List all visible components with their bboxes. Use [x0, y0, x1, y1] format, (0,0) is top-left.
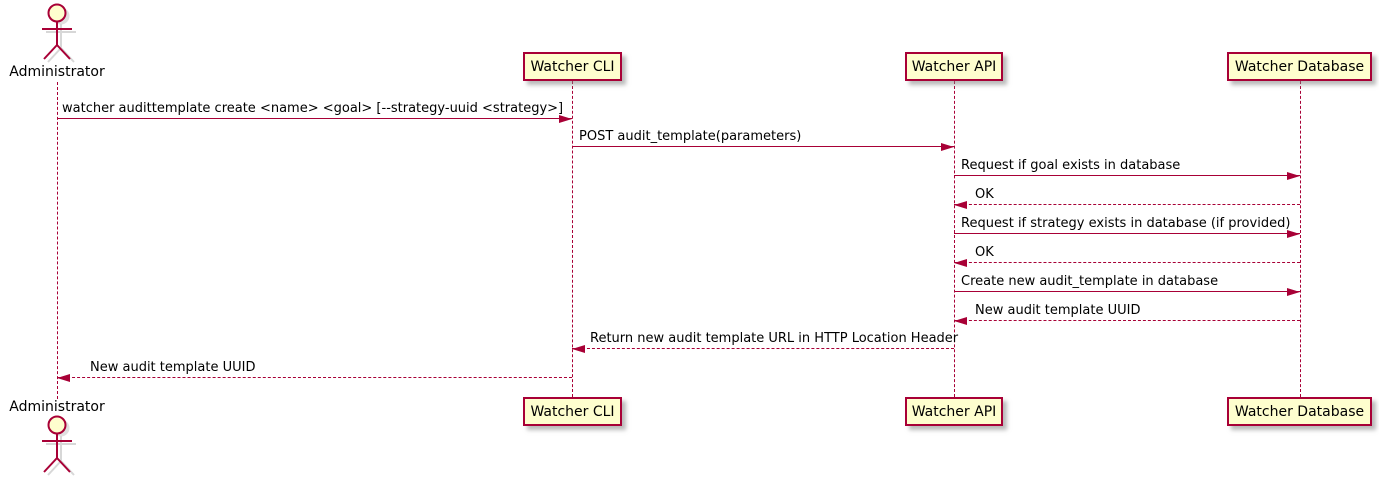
- message-line: [57, 118, 572, 119]
- message-line: [572, 146, 954, 147]
- arrowhead-right-icon: [1287, 287, 1300, 296]
- message-line: [954, 320, 1300, 321]
- sequence-message: watcher audittemplate create <name> <goa…: [57, 101, 572, 123]
- message-line: [57, 377, 572, 378]
- message-label: OK: [975, 245, 994, 260]
- message-line: [572, 348, 954, 349]
- message-label: Request if goal exists in database: [961, 158, 1181, 173]
- message-label: watcher audittemplate create <name> <goa…: [62, 101, 564, 116]
- lifeline-watcher-database: [1299, 81, 1301, 397]
- arrowhead-left-icon: [57, 373, 70, 382]
- sequence-message: Request if goal exists in database: [954, 158, 1300, 180]
- sequence-message: Request if strategy exists in database (…: [954, 216, 1300, 238]
- sequence-message: New audit template UUID: [954, 303, 1300, 325]
- arrowhead-left-icon: [954, 316, 967, 325]
- sequence-message: OK: [954, 245, 1300, 267]
- actor-administrator-icon: [42, 3, 76, 63]
- message-label: New audit template UUID: [975, 303, 1141, 318]
- arrowhead-right-icon: [559, 114, 572, 123]
- lifeline-watcher-cli: [571, 81, 573, 397]
- message-line: [954, 233, 1300, 234]
- message-label: POST audit_template(parameters): [579, 129, 802, 144]
- arrowhead-left-icon: [572, 344, 585, 353]
- participant-box-watcher-cli-top: Watcher CLI: [523, 52, 622, 81]
- sequence-message: OK: [954, 187, 1300, 209]
- arrowhead-left-icon: [954, 200, 967, 209]
- lifeline-administrator: [56, 82, 58, 399]
- message-label: Request if strategy exists in database (…: [961, 216, 1291, 231]
- message-line: [954, 262, 1300, 263]
- arrowhead-left-icon: [954, 258, 967, 267]
- lifeline-watcher-api: [953, 81, 955, 397]
- participant-box-watcher-cli-bottom: Watcher CLI: [523, 397, 622, 426]
- message-line: [954, 175, 1300, 176]
- sequence-message: POST audit_template(parameters): [572, 129, 954, 151]
- message-label: Return new audit template URL in HTTP Lo…: [590, 331, 959, 346]
- sequence-message: Return new audit template URL in HTTP Lo…: [572, 331, 958, 353]
- participant-box-watcher-database-bottom: Watcher Database: [1227, 397, 1372, 426]
- message-label: New audit template UUID: [90, 360, 256, 375]
- message-label: OK: [975, 187, 994, 202]
- participant-box-watcher-api-top: Watcher API: [905, 52, 1003, 81]
- message-label: Create new audit_template in database: [961, 274, 1219, 289]
- participant-box-watcher-database-top: Watcher Database: [1227, 52, 1372, 81]
- arrowhead-right-icon: [1287, 171, 1300, 180]
- actor-label-top: Administrator: [9, 64, 105, 80]
- sequence-message: Create new audit_template in database: [954, 274, 1300, 296]
- arrowhead-right-icon: [941, 142, 954, 151]
- participant-box-watcher-api-bottom: Watcher API: [905, 397, 1003, 426]
- actor-label-bottom: Administrator: [9, 399, 105, 415]
- actor-administrator-icon: [42, 415, 76, 476]
- arrowhead-right-icon: [1287, 229, 1300, 238]
- message-line: [954, 291, 1300, 292]
- sequence-message: New audit template UUID: [57, 360, 572, 382]
- message-line: [954, 204, 1300, 205]
